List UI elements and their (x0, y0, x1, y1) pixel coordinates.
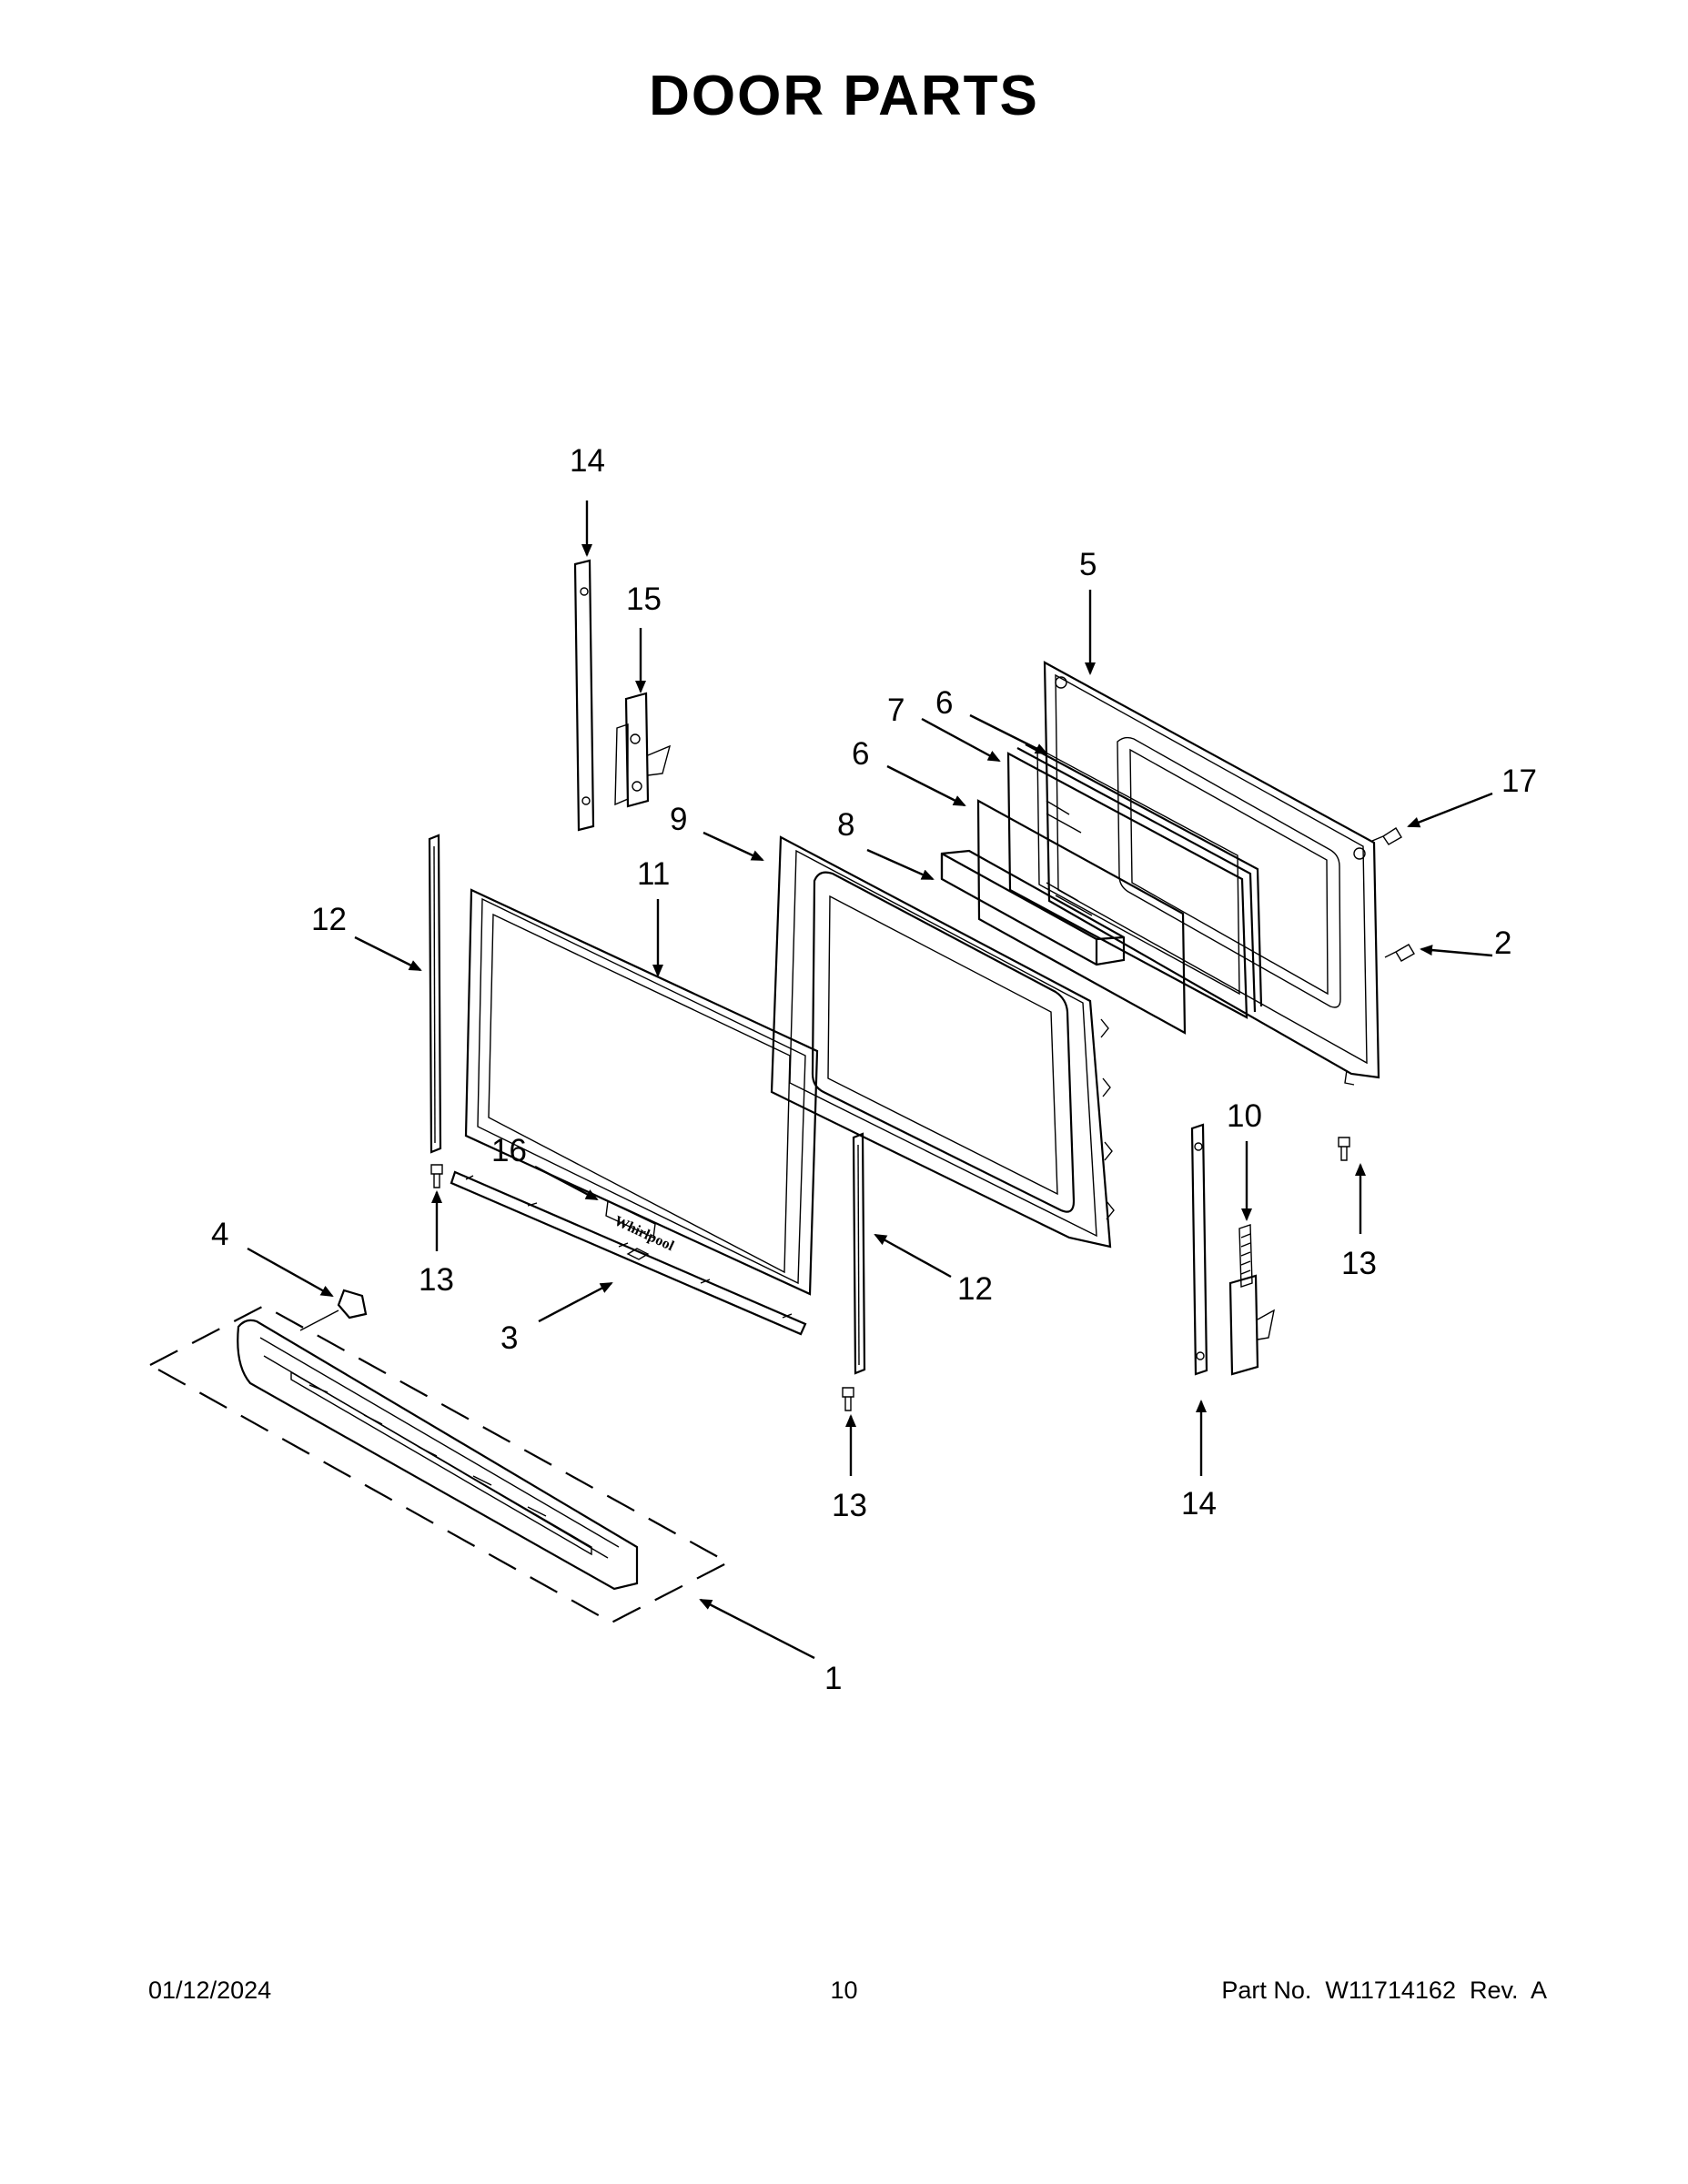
part-12-right-channel (852, 1132, 866, 1375)
footer-part-number: Part No. W11714162 Rev. A (1221, 1977, 1547, 2004)
callout-5: 5 (1079, 547, 1097, 582)
part-10-hinge (1228, 1224, 1275, 1376)
part-14-hinge-channel-left (573, 559, 595, 832)
part-13-screw-left (430, 1164, 443, 1188)
part-13-screw-right (1338, 1137, 1350, 1161)
callout-14-top: 14 (570, 443, 605, 479)
part-12-left-channel (428, 834, 442, 1154)
callout-1: 1 (824, 1661, 842, 1696)
part-14-hinge-channel-right (1190, 1123, 1208, 1376)
callout-2: 2 (1494, 925, 1511, 961)
part-17-screw (1371, 827, 1402, 845)
callout-15: 15 (626, 581, 662, 617)
part-6-outer-glass (976, 799, 1187, 1035)
callout-6-upper: 6 (935, 685, 953, 721)
callout-13-bottom: 13 (832, 1488, 867, 1523)
callout-11: 11 (637, 856, 670, 892)
callout-12-left: 12 (311, 902, 347, 937)
callout-16: 16 (491, 1133, 527, 1168)
part-4-screw (299, 1289, 368, 1331)
callout-13-left: 13 (419, 1262, 454, 1298)
callout-10: 10 (1227, 1098, 1262, 1134)
callout-9: 9 (670, 802, 687, 837)
part-3-door-trim (450, 1170, 807, 1336)
part-1-handle-assembly (147, 1304, 731, 1624)
page-title: DOOR PARTS (649, 65, 1039, 127)
callout-7: 7 (887, 693, 905, 728)
part-7-glass-pack (1006, 743, 1263, 1019)
part-9-inner-door-frame (770, 835, 1115, 1249)
callout-3: 3 (500, 1320, 518, 1356)
part-2-screw (1384, 944, 1415, 962)
callout-17: 17 (1501, 763, 1537, 799)
part-15-hinge (614, 692, 672, 808)
callout-6-lower: 6 (852, 736, 869, 772)
callout-14-bottom: 14 (1181, 1486, 1217, 1522)
part-13-screw-center (842, 1387, 854, 1411)
callout-8: 8 (837, 807, 854, 843)
callout-4: 4 (211, 1217, 228, 1252)
part-8-insulation (940, 849, 1126, 966)
footer-date: 01/12/2024 (148, 1977, 272, 2004)
callout-labels: 14 15 5 7 6 6 17 9 8 11 12 2 10 16 13 13… (211, 443, 1537, 1696)
part-11-outer-door-panel (464, 888, 819, 1296)
callout-13-right: 13 (1341, 1246, 1377, 1281)
leader-lines (247, 500, 1493, 1660)
part-5-inner-door-panel (1043, 661, 1380, 1086)
footer-page-number: 10 (830, 1977, 858, 2004)
callout-12-right: 12 (957, 1271, 993, 1307)
